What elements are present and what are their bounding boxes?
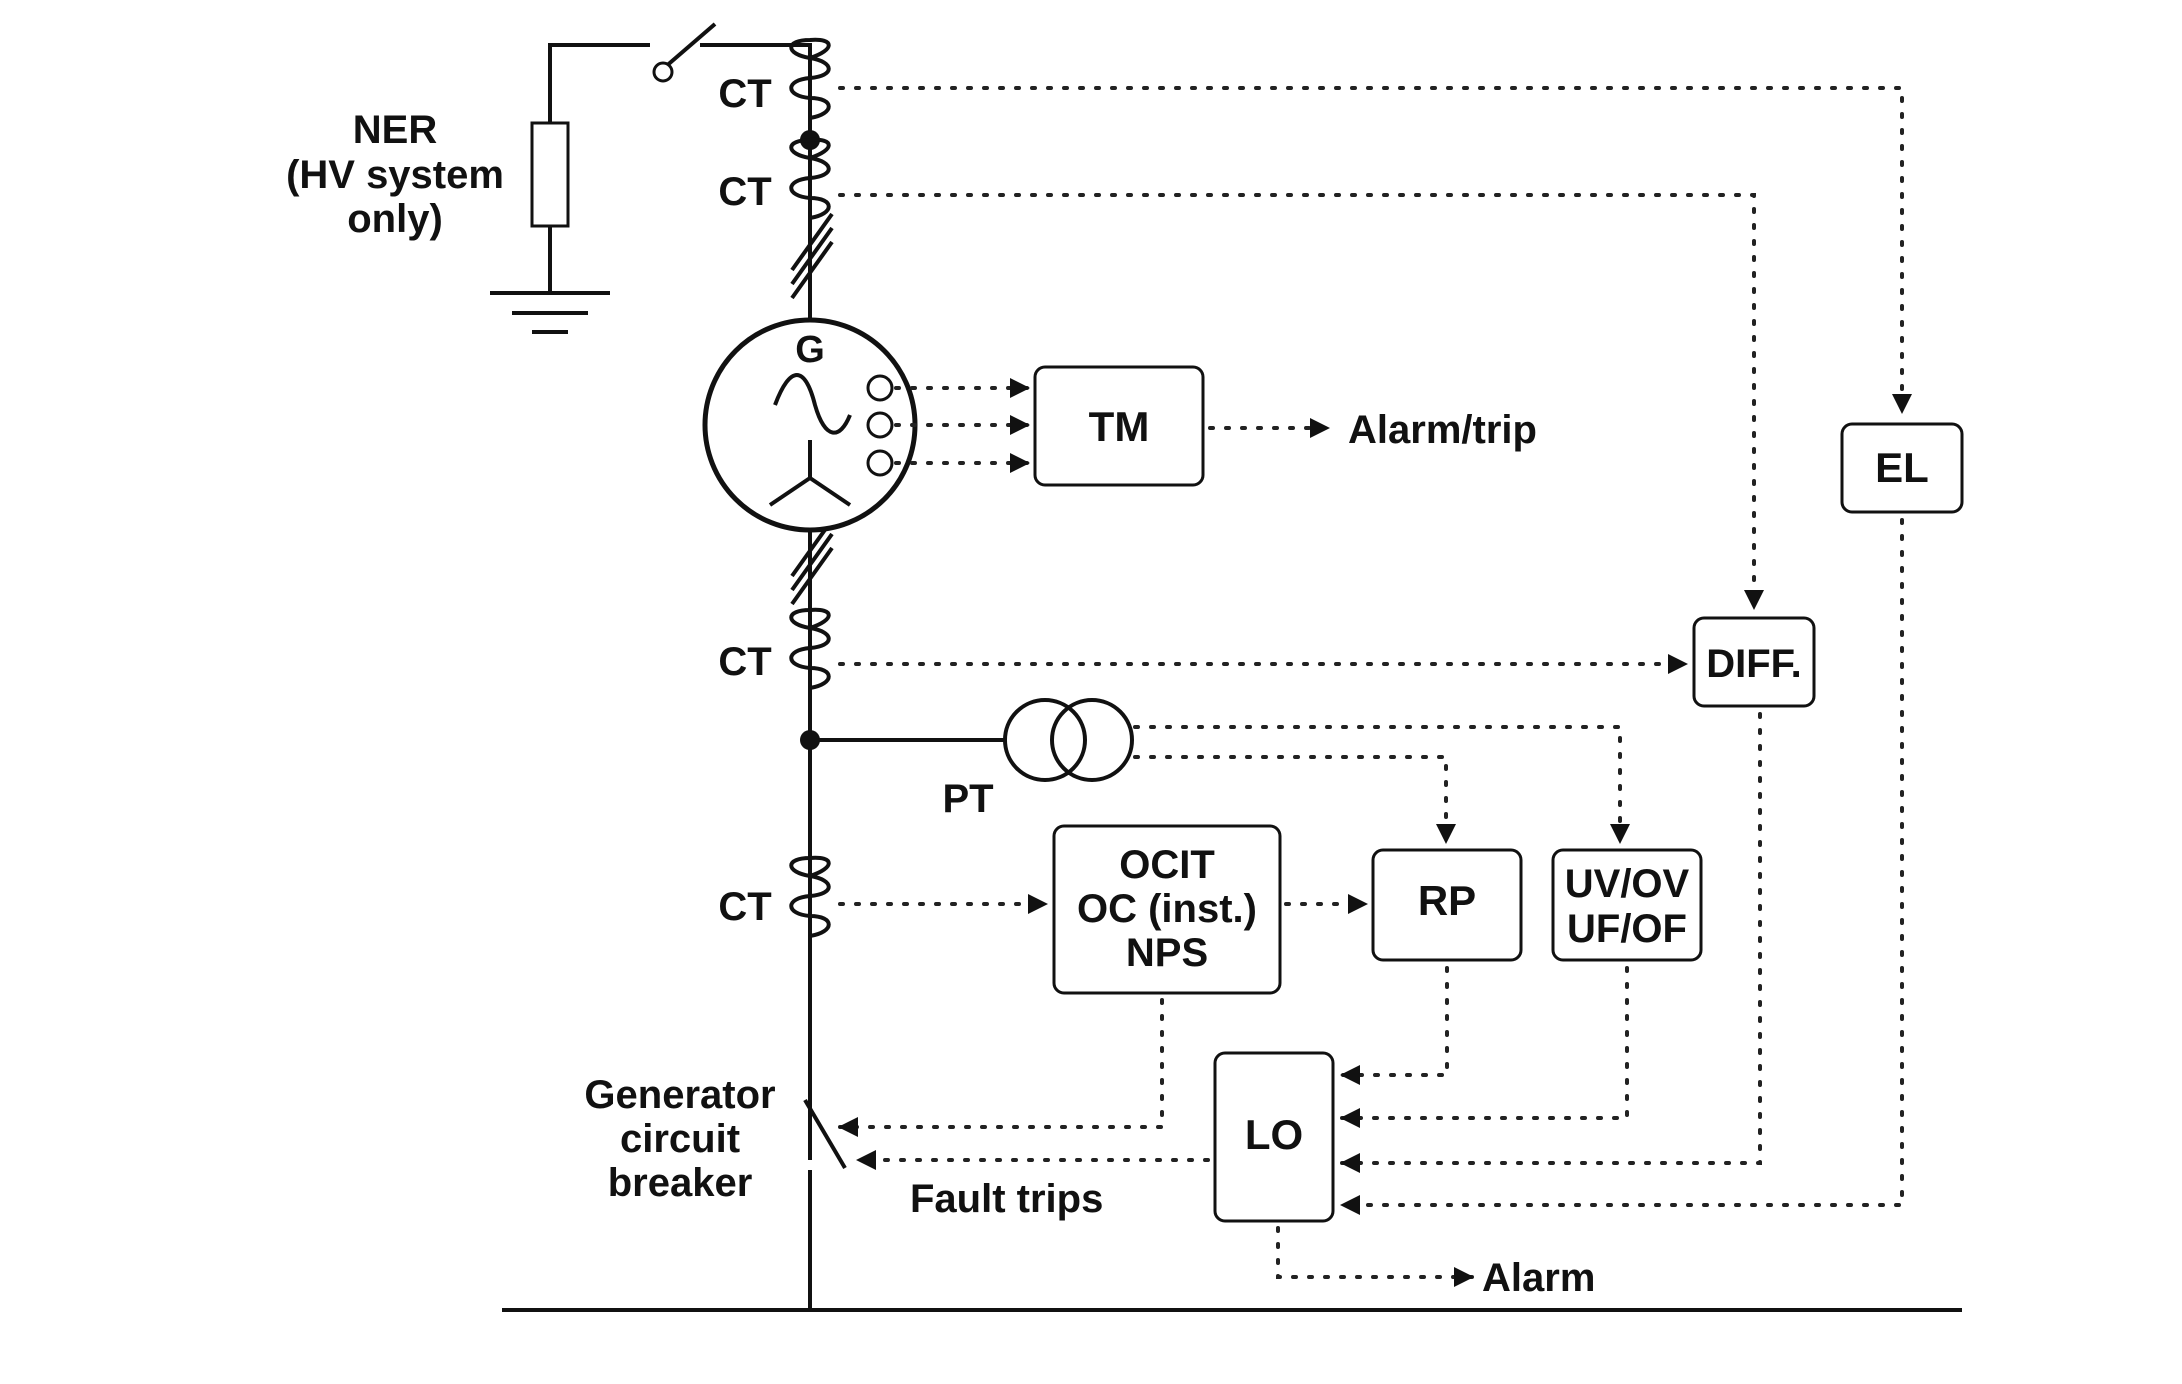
breaker-label-3: breaker <box>608 1161 753 1205</box>
uvov-label-1: UV/OV <box>1565 862 1690 906</box>
ocit-label-1: OCIT <box>1119 843 1215 887</box>
temperature-sensor <box>866 449 894 477</box>
uvov-box: UV/OV UF/OF <box>1551 848 1703 962</box>
alarm-trip-label: Alarm/trip <box>1348 408 1537 452</box>
ner-label-2: (HV system <box>286 153 504 197</box>
el-label: EL <box>1875 444 1929 491</box>
alarm-label: Alarm <box>1482 1256 1595 1300</box>
ner-label: NER <box>353 108 438 152</box>
ner-resistor <box>530 121 570 228</box>
tm-box: TM <box>1033 365 1205 487</box>
generator-label: G <box>795 329 825 371</box>
ct-coil-4 <box>789 855 831 938</box>
temperature-sensor <box>866 374 894 402</box>
ner-isolator-switch <box>662 22 717 70</box>
ct-coil-2 <box>789 137 831 220</box>
generator-symbol: G <box>702 317 918 533</box>
uvov-label-2: UF/OF <box>1567 907 1687 951</box>
fault-trips-label: Fault trips <box>910 1177 1103 1221</box>
ct-label-3: CT <box>718 640 771 684</box>
generator-circuit-breaker <box>803 1098 847 1170</box>
three-phase-hatch-upper <box>790 212 834 300</box>
ner-label-3: only) <box>347 197 443 241</box>
tm-label: TM <box>1089 403 1150 450</box>
ct-coil-1 <box>789 37 831 120</box>
isolator-contact <box>652 61 674 83</box>
rp-label: RP <box>1418 877 1476 924</box>
star-winding-icon <box>768 440 852 507</box>
ocit-label-3: NPS <box>1126 931 1208 975</box>
ct-label-2: CT <box>718 170 771 214</box>
diff-label: DIFF. <box>1706 642 1802 686</box>
ct-coil-3 <box>789 607 831 690</box>
diff-box: DIFF. <box>1692 616 1816 708</box>
ner-branch: NER (HV system only) <box>286 22 812 334</box>
ocit-label-2: OC (inst.) <box>1077 887 1257 931</box>
lo-label: LO <box>1245 1111 1303 1158</box>
ct-label-1: CT <box>718 72 771 116</box>
lo-box: LO <box>1213 1051 1335 1223</box>
temperature-sensor <box>866 411 894 439</box>
signal-lines <box>838 86 1912 1287</box>
ct-label-4: CT <box>718 885 771 929</box>
pt-label: PT <box>942 777 993 821</box>
earth-ground-icon <box>490 291 610 334</box>
el-box: EL <box>1840 422 1964 514</box>
pt-symbol <box>810 698 1134 782</box>
rp-box: RP <box>1371 848 1523 962</box>
breaker-label-1: Generator <box>584 1073 775 1117</box>
sine-wave-icon <box>773 373 852 435</box>
ocit-box: OCIT OC (inst.) NPS <box>1052 824 1282 995</box>
breaker-label-2: circuit <box>620 1117 740 1161</box>
